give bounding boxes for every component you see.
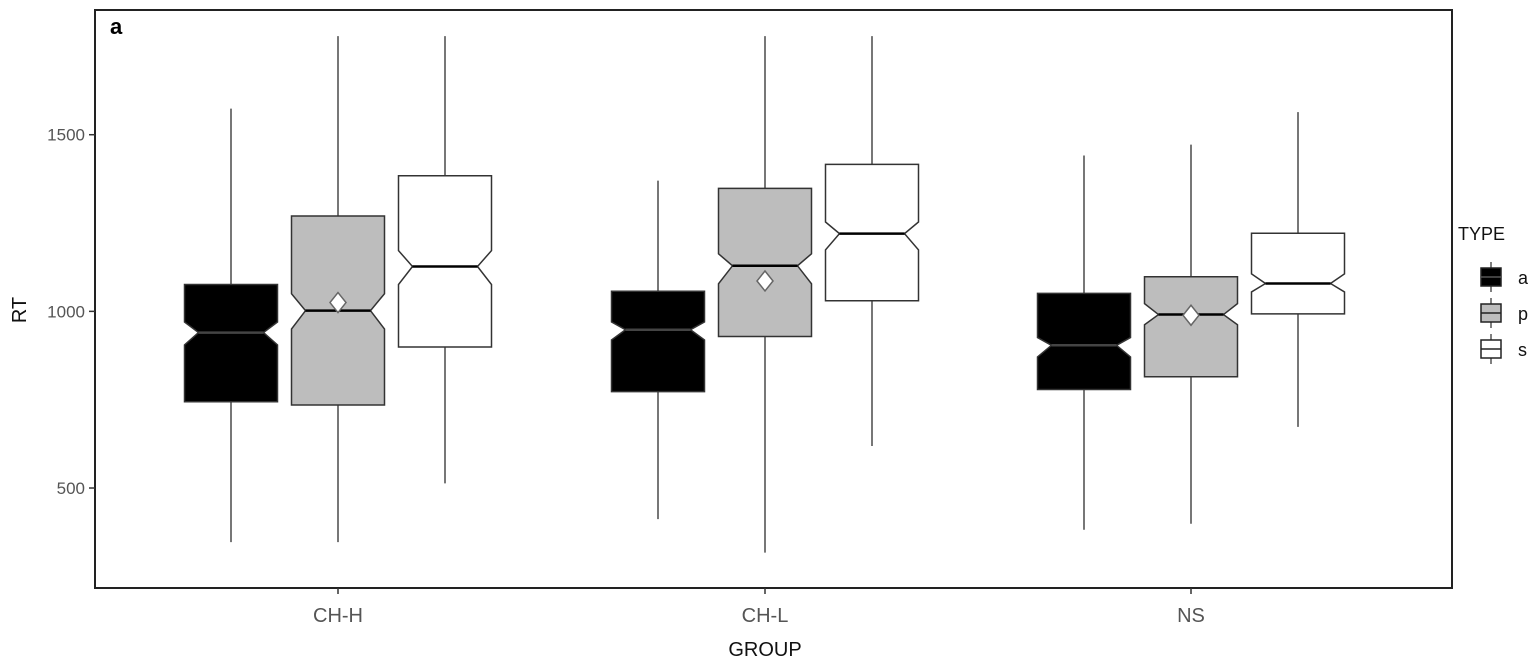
x-tick-label: CH-L: [742, 605, 789, 627]
box-a-NS: [1036, 155, 1132, 530]
x-axis-title: GROUP: [728, 639, 801, 661]
x-axis: CH-H CH-L NS: [313, 588, 1205, 627]
legend-label: s: [1518, 340, 1527, 360]
legend-key-a: a: [1480, 262, 1529, 292]
box-s-CH-H: [397, 36, 493, 484]
plot-marks: [183, 36, 1346, 553]
notched-box: [1250, 232, 1346, 315]
panel-label: a: [110, 14, 123, 39]
mean-marker: [329, 291, 347, 314]
box-p-CH-H: [290, 36, 386, 543]
y-tick-label: 500: [57, 479, 85, 498]
box-s-CH-L: [824, 36, 920, 446]
y-tick-label: 1500: [47, 126, 85, 145]
legend-key-p: p: [1480, 298, 1528, 328]
plot-panel-border: [94, 9, 1453, 589]
box-p-CH-L: [717, 36, 813, 553]
notched-box: [610, 290, 706, 393]
notched-box: [183, 283, 279, 403]
y-axis-title: RT: [9, 297, 31, 323]
mean-marker: [1182, 304, 1200, 327]
y-axis: 500 1000 1500: [47, 126, 95, 498]
x-tick-label: CH-H: [313, 605, 363, 627]
y-tick-label: 1000: [47, 302, 85, 321]
notched-box: [397, 174, 493, 348]
notched-box: [717, 187, 813, 338]
box-p-NS: [1143, 144, 1239, 524]
box-s-NS: [1250, 112, 1346, 427]
legend: TYPE aps: [1458, 224, 1529, 364]
notched-box: [1036, 292, 1132, 391]
legend-title: TYPE: [1458, 224, 1505, 244]
x-tick-label: NS: [1177, 605, 1205, 627]
mean-marker: [756, 269, 774, 293]
box-a-CH-L: [610, 180, 706, 520]
box-a-CH-H: [183, 108, 279, 543]
legend-key-s: s: [1480, 334, 1527, 364]
legend-label: a: [1518, 268, 1529, 288]
legend-label: p: [1518, 304, 1528, 324]
notched-box: [1143, 275, 1239, 378]
